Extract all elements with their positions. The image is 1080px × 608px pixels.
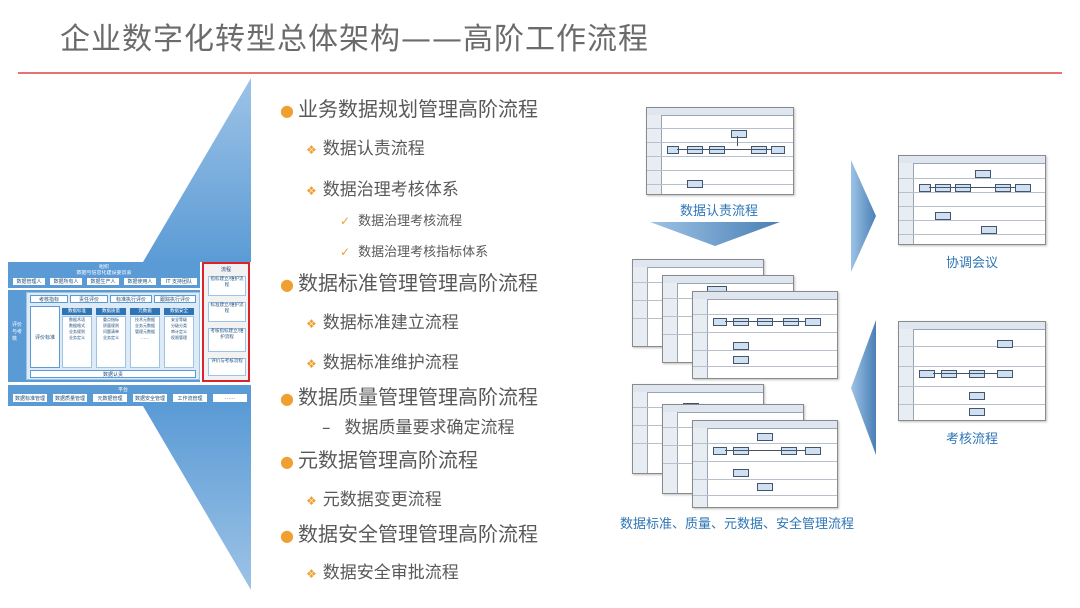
check-bullet-icon: ✓ — [340, 214, 351, 228]
column-body: 技术元数据业务元数据管理元数据…… — [130, 316, 160, 368]
platform-item: 数据质量管理 — [52, 393, 88, 403]
caption-management: 数据标准、质量、元数据、安全管理流程 — [620, 517, 855, 532]
list-item-level2: ❖数据安全审批流程 — [306, 563, 459, 583]
diamond-bullet-icon: ❖ — [306, 494, 317, 508]
org-title: 组织 — [98, 264, 109, 269]
evaluation-label: 评价与考核 — [12, 322, 23, 342]
dash-bullet-icon: – — [322, 418, 331, 438]
column-head: 数据标准 — [62, 308, 92, 315]
process-item: 标准建立/维护流程 — [208, 302, 246, 322]
eval-tab: 标准执行评价 — [110, 295, 152, 303]
flow-thumbnail-stack — [692, 291, 838, 379]
list-item-level1: ●数据质量管理管理高阶流程 — [280, 385, 538, 409]
arrow-left — [851, 320, 876, 455]
platform-item: 数据标准管理 — [12, 393, 48, 403]
list-item-dash: –数据质量要求确定流程 — [322, 418, 515, 438]
list-item-level1: ●数据安全管理管理高阶流程 — [280, 522, 538, 546]
eval-standard-box: 评价标准 — [30, 306, 60, 368]
bullet-dot-icon: ● — [280, 389, 294, 408]
list-item-level1: ●数据标准管理管理高阶流程 — [280, 271, 538, 295]
column-head: 数据安全 — [164, 308, 194, 315]
process-highlight-box: 流程 指标建立/维护流程 标准建立/维护流程 考核指标建立/维护流程 评价与考核… — [202, 262, 250, 382]
column-body: 数据术语数据格式业务规则业务定义 — [62, 316, 92, 368]
bullet-dot-icon: ● — [280, 452, 294, 471]
diamond-bullet-icon: ❖ — [306, 357, 317, 371]
eval-tab: 跟踪执行评价 — [154, 295, 196, 303]
org-role: 数据所有人 — [49, 277, 83, 286]
platform-item: 元数据管理 — [92, 393, 128, 403]
list-item-level2: ❖数据认责流程 — [306, 139, 425, 159]
flow-thumbnail-coordination — [898, 155, 1046, 245]
diamond-bullet-icon: ❖ — [306, 143, 317, 157]
process-item: 指标建立/维护流程 — [208, 276, 246, 296]
column-head: 数据质量 — [96, 308, 126, 315]
bullet-dot-icon: ● — [280, 526, 294, 545]
list-item-level3: ✓数据治理考核指标体系 — [340, 245, 489, 260]
column-body: 重点指标质量规则问题清单业务定义 — [96, 316, 126, 368]
list-item-level1: ●业务数据规划管理高阶流程 — [280, 97, 538, 121]
platform-title: 平台 — [118, 387, 129, 393]
diamond-bullet-icon: ❖ — [306, 184, 317, 198]
list-item-level2: ❖数据治理考核体系 — [306, 180, 459, 200]
wedge-top — [143, 78, 251, 262]
arrow-right — [851, 160, 876, 272]
bullet-dot-icon: ● — [280, 275, 294, 294]
process-title: 流程 — [220, 267, 231, 273]
org-role: 数据生产人 — [86, 277, 120, 286]
org-role: IT 支持团队 — [160, 277, 198, 286]
caption-coordination: 协调会议 — [946, 256, 999, 271]
page-title: 企业数字化转型总体架构——高阶工作流程 — [60, 22, 649, 57]
list-item-level2: ❖数据标准维护流程 — [306, 353, 459, 373]
bullet-dot-icon: ● — [280, 101, 294, 120]
wedge-bottom — [143, 406, 251, 590]
architecture-thumbnail: 组织 数据与信息化建设委员会 数据管理人 数据所有人 数据生产人 数据使用人 I… — [8, 262, 251, 406]
list-item-level2: ❖数据标准建立流程 — [306, 313, 459, 333]
platform-item: 工作流管理 — [172, 393, 208, 403]
accountability-bar: 数据认责 — [30, 370, 196, 378]
process-item: 评价与考核流程 — [208, 358, 246, 376]
caption-assessment: 考核流程 — [946, 432, 999, 447]
flow-thumbnail-accountability — [646, 107, 794, 195]
arrow-down — [650, 222, 780, 246]
column-body: 安全等级分级分类审计定义权限管理 — [164, 316, 194, 368]
org-role: 数据使用人 — [123, 277, 157, 286]
check-bullet-icon: ✓ — [340, 245, 351, 259]
platform-item: 数据安全管理 — [132, 393, 168, 403]
diamond-bullet-icon: ❖ — [306, 317, 317, 331]
caption-accountability: 数据认责流程 — [680, 204, 759, 219]
list-item-level2: ❖元数据变更流程 — [306, 490, 442, 510]
column-head: 元数据 — [130, 308, 160, 315]
eval-tab: 责任评价 — [70, 295, 108, 303]
org-subtitle: 数据与信息化建设委员会 — [76, 270, 132, 275]
platform-item: …… — [212, 393, 248, 403]
org-role: 数据管理人 — [12, 277, 46, 286]
eval-tab: 考核指标 — [30, 295, 68, 303]
flow-thumbnail-stack — [692, 420, 838, 508]
title-divider — [18, 72, 1062, 74]
process-item: 考核指标建立/维护流程 — [208, 328, 246, 352]
diamond-bullet-icon: ❖ — [306, 567, 317, 581]
list-item-level3: ✓数据治理考核流程 — [340, 214, 463, 229]
flow-thumbnail-assessment — [898, 321, 1046, 421]
list-item-level1: ●元数据管理高阶流程 — [280, 448, 478, 472]
